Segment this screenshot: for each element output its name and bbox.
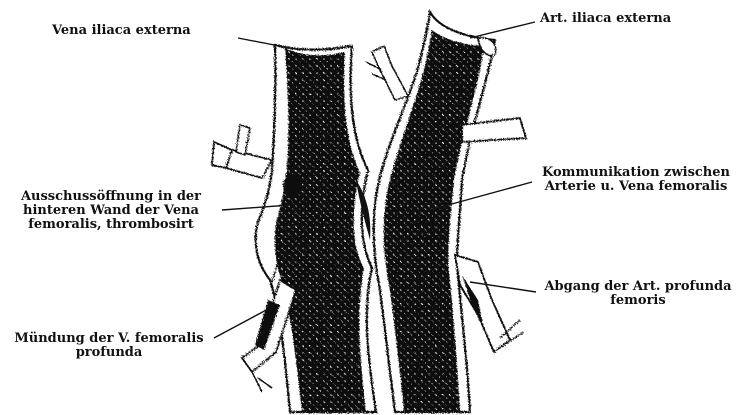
label-kommunikation-line-2: Arterie u. Vena femoralis	[532, 180, 740, 194]
branch-right-profunda-femoris	[455, 255, 524, 352]
label-vena-iliaca-externa-text: Vena iliaca externa	[52, 23, 191, 38]
leader-art-iliaca	[470, 22, 535, 38]
label-ausschuss-line-3: femoralis, thrombosirt	[4, 218, 218, 232]
label-muendung-line-1: Mündung der V. femoralis	[4, 332, 214, 346]
label-ausschussoeffnung: Ausschussöffnung in der hinteren Wand de…	[4, 190, 218, 232]
label-art-iliaca-externa-text: Art. iliaca externa	[540, 11, 671, 26]
label-kommunikation: Kommunikation zwischen Arterie u. Vena f…	[532, 166, 740, 194]
label-abgang-line-2: femoris	[536, 294, 740, 308]
label-ausschuss-line-1: Ausschussöffnung in der	[4, 190, 218, 204]
label-kommunikation-line-1: Kommunikation zwischen	[532, 166, 740, 180]
label-art-iliaca-externa: Art. iliaca externa	[540, 12, 671, 26]
branch-left-upper	[212, 125, 272, 178]
label-abgang-profunda: Abgang der Art. profunda femoris	[536, 280, 740, 308]
label-vena-iliaca-externa: Vena iliaca externa	[52, 24, 191, 38]
label-muendung-profunda: Mündung der V. femoralis profunda	[4, 332, 214, 360]
vena-femoralis	[256, 45, 376, 412]
leader-vena-iliaca	[238, 38, 300, 50]
label-abgang-line-1: Abgang der Art. profunda	[536, 280, 740, 294]
label-muendung-line-2: profunda	[4, 346, 214, 360]
label-ausschuss-line-2: hinteren Wand der Vena	[4, 204, 218, 218]
